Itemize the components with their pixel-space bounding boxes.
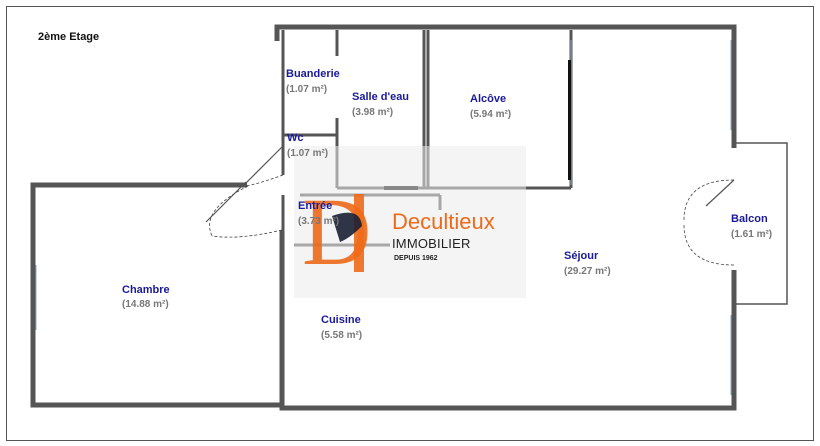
room-alcove-area: (5.94 m²) [470,109,512,120]
door-swings [209,174,735,266]
room-sejour-area: (29.27 m²) [564,266,611,277]
room-wc-name: Wc [287,132,304,144]
room-balcon-area: (1.61 m²) [731,229,773,240]
wall-chambre [30,182,282,408]
room-cuisine-name: Cuisine [321,314,361,326]
room-salle-deau-name: Salle d'eau [352,91,410,103]
logo-watermark-bg [294,146,526,298]
room-entree-name: Entrée [298,200,333,212]
room-buanderie-name: Buanderie [286,68,340,80]
logo-monogram: D [302,178,371,276]
floor-label: 2ème Etage [38,31,100,43]
logo-brand-name: Decultieux [392,209,495,234]
room-salle-deau-area: (3.98 m²) [352,107,394,118]
room-cuisine-area: (5.58 m²) [321,330,363,341]
sliding-door [568,60,571,180]
room-buanderie-area: (1.07 m²) [286,84,328,95]
room-wc-area: (1.07 m²) [287,148,329,159]
wall-top [274,24,737,148]
plan-frame [6,6,814,441]
room-chambre-area: (14.88 m²) [122,299,169,310]
door-leaves [205,146,735,223]
logo-subtitle: IMMOBILIER [392,236,471,251]
room-entree-area: (3.73 m²) [298,216,340,227]
room-sejour-name: Séjour [564,250,599,262]
wall-balcon [734,142,788,305]
room-balcon-name: Balcon [731,213,768,225]
room-alcove-name: Alcôve [470,93,507,105]
logo-since: DEPUIS 1962 [394,255,438,262]
room-chambre-name: Chambre [122,284,170,296]
